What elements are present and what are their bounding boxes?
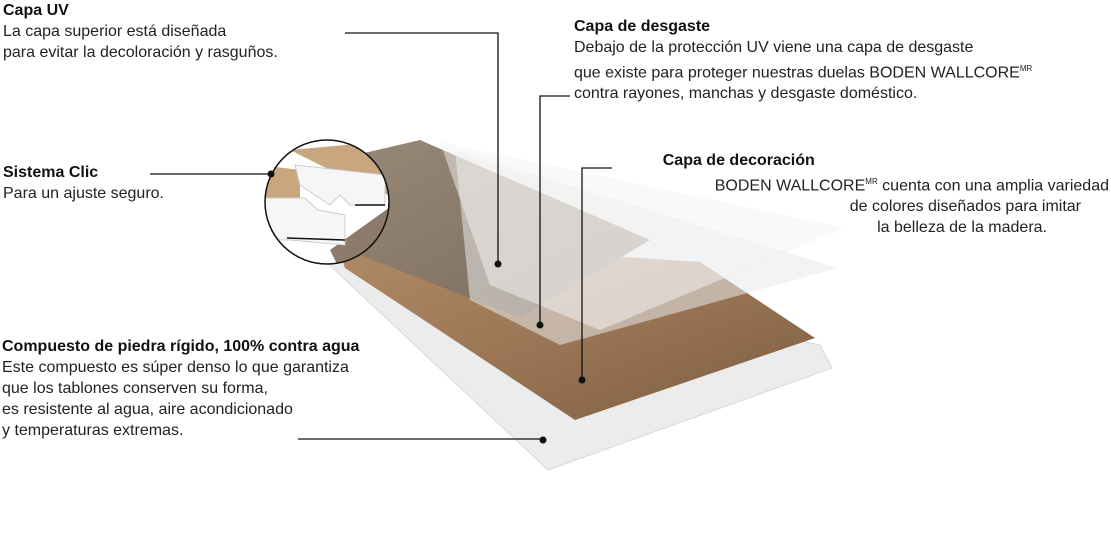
clic-marker (267, 170, 275, 178)
label-text: de colores diseñados para imitar (849, 198, 1081, 216)
label-text: Para un ajuste seguro. (3, 185, 164, 202)
label-capa-decoracion: Capa de decoración BODEN WALLCOREMR cuen… (663, 150, 1109, 238)
label-text: la belleza de la madera. (877, 219, 1047, 237)
label-text: Debajo de la protección UV viene una cap… (574, 39, 974, 56)
label-capa-desgaste: Capa de desgaste Debajo de la protección… (574, 16, 1032, 104)
label-text: Este compuesto es súper denso lo que gar… (2, 359, 349, 376)
label-title: Capa de decoración (662, 152, 815, 169)
uv-layer (440, 142, 845, 330)
trademark: MR (1019, 64, 1033, 73)
decor-marker (578, 376, 586, 384)
label-title: Sistema Clic (3, 164, 99, 181)
label-text: que existe para proteger nuestras duelas… (574, 58, 1032, 83)
label-text: contra rayones, manchas y desgaste domés… (574, 85, 918, 103)
label-text: y temperaturas extremas. (2, 422, 184, 439)
label-title: Capa UV (3, 2, 69, 19)
leader-lines (150, 32, 612, 440)
core-marker (539, 436, 547, 444)
label-text: es resistente al agua, aire acondicionad… (2, 401, 293, 418)
label-text-part: que existe para proteger nuestras duelas… (574, 64, 1020, 82)
label-text-part: BODEN WALLCORE (714, 177, 866, 195)
label-title: Capa de desgaste (574, 18, 711, 35)
label-text: La capa superior está diseñada (3, 23, 227, 40)
label-capa-uv: Capa UV La capa superior está diseñada p… (3, 0, 278, 63)
label-title: Compuesto de piedra rígido, 100% contra … (2, 338, 360, 355)
click-detail-circle (264, 139, 390, 265)
label-sistema-clic: Sistema Clic Para un ajuste seguro. (3, 162, 164, 204)
label-compuesto: Compuesto de piedra rígido, 100% contra … (2, 336, 359, 441)
label-text: para evitar la decoloración y rasguños. (3, 44, 278, 61)
label-text: BODEN WALLCOREMR cuenta con una amplia v… (715, 171, 1109, 196)
wear-marker (536, 321, 544, 329)
label-text-part: cuenta con una amplia variedad (877, 177, 1109, 195)
label-text: que los tablones conserven su forma, (2, 380, 268, 397)
trademark: MR (865, 177, 878, 186)
uv-marker (494, 260, 502, 268)
